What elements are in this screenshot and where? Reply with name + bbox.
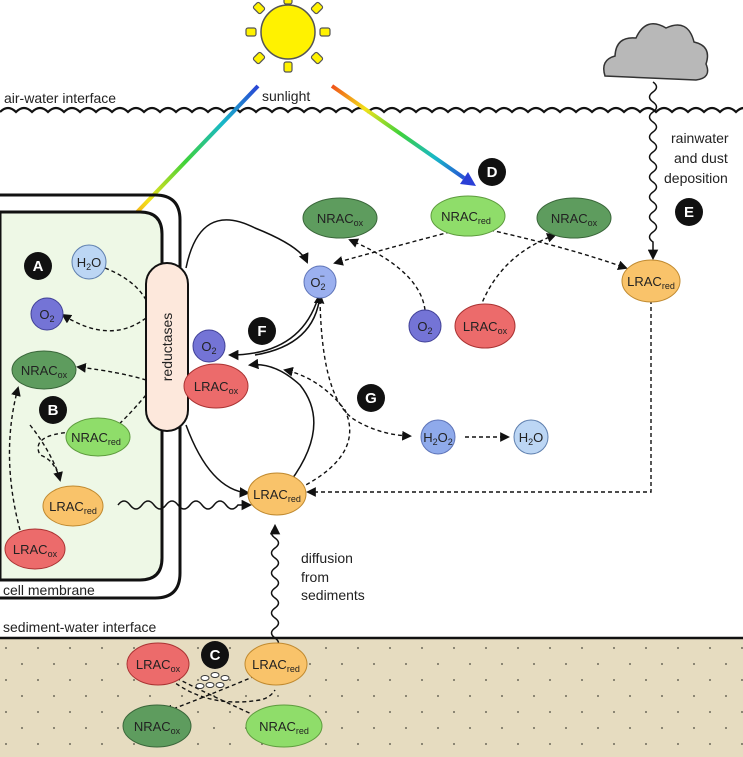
arrow-reductase-to-lrac-red <box>185 424 251 498</box>
svg-text:LRACred: LRACred <box>253 487 301 504</box>
h2o-water-node: H2O <box>513 419 549 455</box>
nrac-red-cell-node: NRACred <box>65 417 131 457</box>
lrac-ox-membrane-node: LRACox <box>183 363 249 409</box>
cloud-icon <box>603 23 709 81</box>
lrac-ox-cell-node: LRACox <box>4 528 66 570</box>
arrow-nrac-red-to-lrac-red-right <box>489 229 628 270</box>
badge-d: D <box>478 158 506 186</box>
svg-text:LRACox: LRACox <box>463 319 508 336</box>
arrow-superoxide-to-o2-cell <box>227 297 319 361</box>
diffusion-label-3: sediments <box>301 587 365 603</box>
rainwater-label-3: deposition <box>664 170 728 186</box>
svg-text:LRACox: LRACox <box>13 542 58 559</box>
svg-text:LRACox: LRACox <box>194 379 239 396</box>
badge-c: C <box>201 641 229 669</box>
svg-text:NRACred: NRACred <box>71 430 121 447</box>
diffusion-label-1: diffusion <box>301 550 353 566</box>
sunlight-ray-right <box>330 84 476 186</box>
badge-e: E <box>675 198 703 226</box>
nrac-ox-cell-node: NRACox <box>11 350 77 390</box>
svg-text:G: G <box>365 390 377 407</box>
arrow-surface-lrac-to-cell-lrac <box>306 300 652 497</box>
sediment-water-interface-label: sediment-water interface <box>3 619 157 635</box>
svg-text:LRACred: LRACred <box>627 274 675 291</box>
arrow-lrac-ox-to-nrac-ox-right <box>479 233 557 309</box>
lrac-ox-sediment-node: LRACox <box>126 642 190 686</box>
arrow-reductase-to-superoxide <box>185 219 309 269</box>
rainwater-label-2: and dust <box>674 150 728 166</box>
svg-text:H2O: H2O <box>519 430 544 447</box>
arrow-lrac-red-to-cell-loop <box>29 424 61 479</box>
arrow-reductase-to-o2-cell <box>61 313 147 332</box>
arrow-nrac-red-to-superoxide <box>333 231 451 266</box>
svg-text:O2: O2 <box>417 319 432 336</box>
svg-text:F: F <box>257 323 266 340</box>
lrac-red-water-node: LRACred <box>247 472 307 516</box>
svg-text:NRACox: NRACox <box>551 211 598 228</box>
svg-text:O2: O2 <box>39 307 54 324</box>
arrow-nrac-red-from-reductase <box>109 394 147 433</box>
nrac-red-water-node: NRACred <box>430 195 506 237</box>
badge-f: F <box>248 317 276 345</box>
arrow-o2-path-to-superoxide <box>254 292 325 356</box>
nrac-ox-water-right-node: NRACox <box>536 197 612 239</box>
lrac-ox-water-node: LRACox <box>454 303 516 349</box>
o2-water-node: O2 <box>408 309 442 343</box>
svg-text:NRACred: NRACred <box>441 209 491 226</box>
reductases-label: reductases <box>159 313 175 381</box>
svg-text:H2O: H2O <box>77 255 102 272</box>
arrow-o2-to-nrac-ox <box>348 238 426 311</box>
arrow-h2o-to-reductase <box>104 267 147 301</box>
arrow-reductase-to-nrac-ox-cell <box>76 363 147 381</box>
badge-a: A <box>24 252 52 280</box>
svg-text:C: C <box>210 647 221 664</box>
air-water-line <box>0 106 743 114</box>
svg-text:A: A <box>33 258 44 275</box>
o2-cell-node: O2 <box>30 297 64 331</box>
svg-text:NRACox: NRACox <box>317 211 364 228</box>
badge-g: G <box>357 384 385 412</box>
o2-membrane-node: O2 <box>192 329 226 363</box>
arrow-sediment-lrac-to-nrac <box>159 669 276 703</box>
svg-text:LRACred: LRACred <box>252 657 300 674</box>
sediment-texture <box>0 638 743 757</box>
svg-text:NRACox: NRACox <box>134 719 181 736</box>
svg-text:B: B <box>48 402 59 419</box>
nrac-red-sediment-node: NRACred <box>245 704 323 748</box>
rainwater-label-1: rainwater <box>671 130 729 146</box>
sunlight-label: sunlight <box>262 88 310 104</box>
svg-text:H2O2: H2O2 <box>423 430 453 447</box>
arrow-lrac-ox-to-nrac-ox <box>8 386 21 531</box>
arrow-lrac-red-to-lrac-ox-water <box>283 366 351 489</box>
arrow-diffusion-from-sediments <box>269 523 281 649</box>
air-water-interface-label: air-water interface <box>4 90 116 106</box>
arrow-lrac-red-to-lrac-ox <box>247 358 315 483</box>
rain-deposition-arrow <box>647 81 659 261</box>
superoxide-node: O2− <box>303 265 337 299</box>
h2o-cell-node: H2O <box>71 244 107 280</box>
svg-text:E: E <box>684 204 694 221</box>
svg-text:LRACox: LRACox <box>136 657 181 674</box>
h2o2-node: H2O2 <box>420 419 456 455</box>
nrac-ox-sediment-node: NRACox <box>122 704 192 748</box>
arrow-cell-lrac-to-water <box>117 499 253 511</box>
sun-icon <box>245 0 331 73</box>
diffusion-label-2: from <box>301 569 329 585</box>
lrac-red-cell-node: LRACred <box>42 485 104 527</box>
svg-text:NRACox: NRACox <box>21 363 68 380</box>
reductases-protein: reductases <box>145 262 189 432</box>
badge-b: B <box>39 396 67 424</box>
arrow-superoxide-to-h2o2 <box>319 299 412 441</box>
nrac-ox-water-left-node: NRACox <box>302 197 378 239</box>
lrac-red-surface-node: LRACred <box>621 259 681 303</box>
svg-text:LRACred: LRACred <box>49 499 97 516</box>
bubbles-icon <box>195 672 230 689</box>
svg-text:O2−: O2− <box>310 271 325 292</box>
lrac-red-sediment-node: LRACred <box>244 642 308 686</box>
svg-text:D: D <box>487 164 498 181</box>
cell-membrane-label: cell membrane <box>3 582 95 598</box>
svg-text:O2: O2 <box>201 339 216 356</box>
svg-text:NRACred: NRACred <box>259 719 309 736</box>
